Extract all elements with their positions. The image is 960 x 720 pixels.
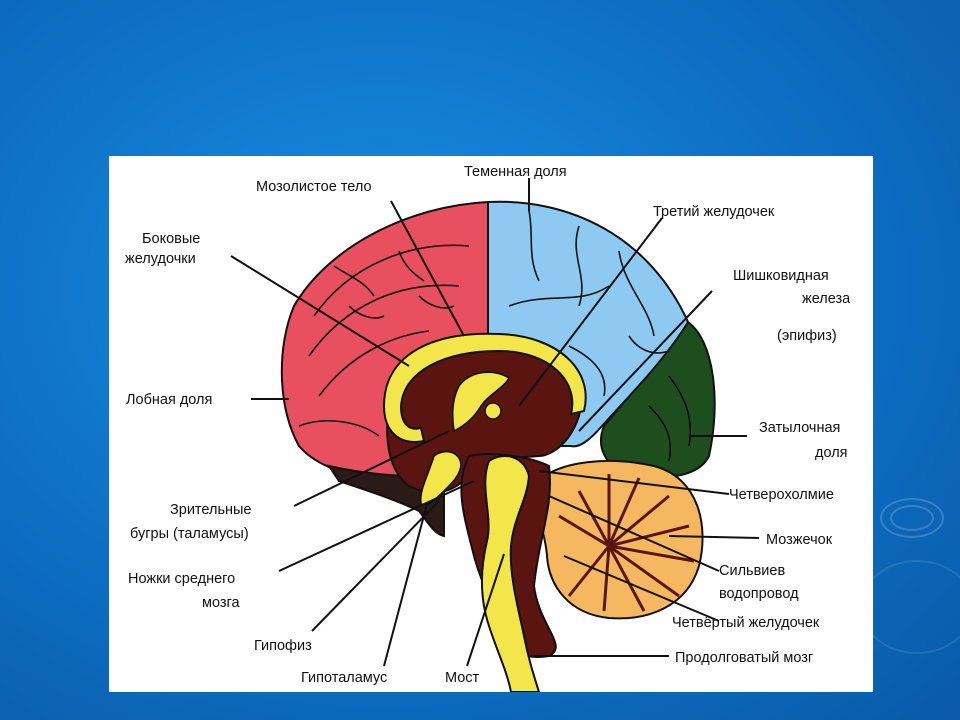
label-medulla: Продолговатый мозг [675, 650, 813, 666]
corpus-callosum [382, 332, 587, 443]
label-midbrain-peduncles: Ножки среднего [128, 571, 235, 587]
label-thalamus: Зрительные [170, 502, 252, 518]
label-occipital-lobe: Затылочная [759, 420, 840, 436]
label-pineal-gland: Шишковидная [733, 268, 829, 284]
label-lateral-ventricles: желудочки [125, 251, 196, 267]
cerebellum [534, 460, 704, 620]
label-frontal-lobe: Лобная доля [126, 392, 212, 408]
label-pons: Мост [445, 670, 480, 686]
brain-diagram: Теменная доля Мозолистое тело Третий жел… [125, 164, 851, 692]
occipital-gyri [648, 375, 691, 462]
label-sylvian-aqueduct: Сильвиев [719, 563, 785, 579]
decor-swirl [880, 498, 944, 538]
brainstem [481, 455, 541, 692]
label-hypothalamus: Гипоталамус [301, 670, 387, 686]
decor-swirl [860, 560, 960, 654]
label-quadrigemina: Четверохолмие [729, 487, 834, 503]
pineal-gland [484, 402, 502, 420]
label-parietal-lobe: Теменная доля [464, 164, 567, 180]
label-pituitary: Гипофиз [254, 638, 312, 654]
label-pineal-gland: (эпифиз) [777, 328, 837, 344]
label-pineal-gland: железа [802, 291, 851, 307]
label-sylvian-aqueduct: водопровод [719, 586, 799, 602]
leader-lines [230, 178, 760, 667]
label-lateral-ventricles: Боковые [142, 231, 200, 247]
label-fourth-ventricle: Четвёртый желудочек [672, 615, 820, 631]
label-thalamus: бугры (таламусы) [130, 526, 249, 542]
label-third-ventricle: Третий желудочек [653, 204, 775, 220]
label-midbrain-peduncles: мозга [202, 595, 240, 611]
label-corpus-callosum: Мозолистое тело [256, 179, 372, 195]
label-occipital-lobe: доля [815, 445, 848, 461]
fornix [451, 371, 511, 433]
pituitary-gland [419, 450, 462, 506]
cerebellum-folia [558, 474, 695, 612]
label-cerebellum: Мозжечок [766, 532, 833, 548]
brain-diagram-panel: Теменная доля Мозолистое тело Третий жел… [109, 156, 873, 692]
